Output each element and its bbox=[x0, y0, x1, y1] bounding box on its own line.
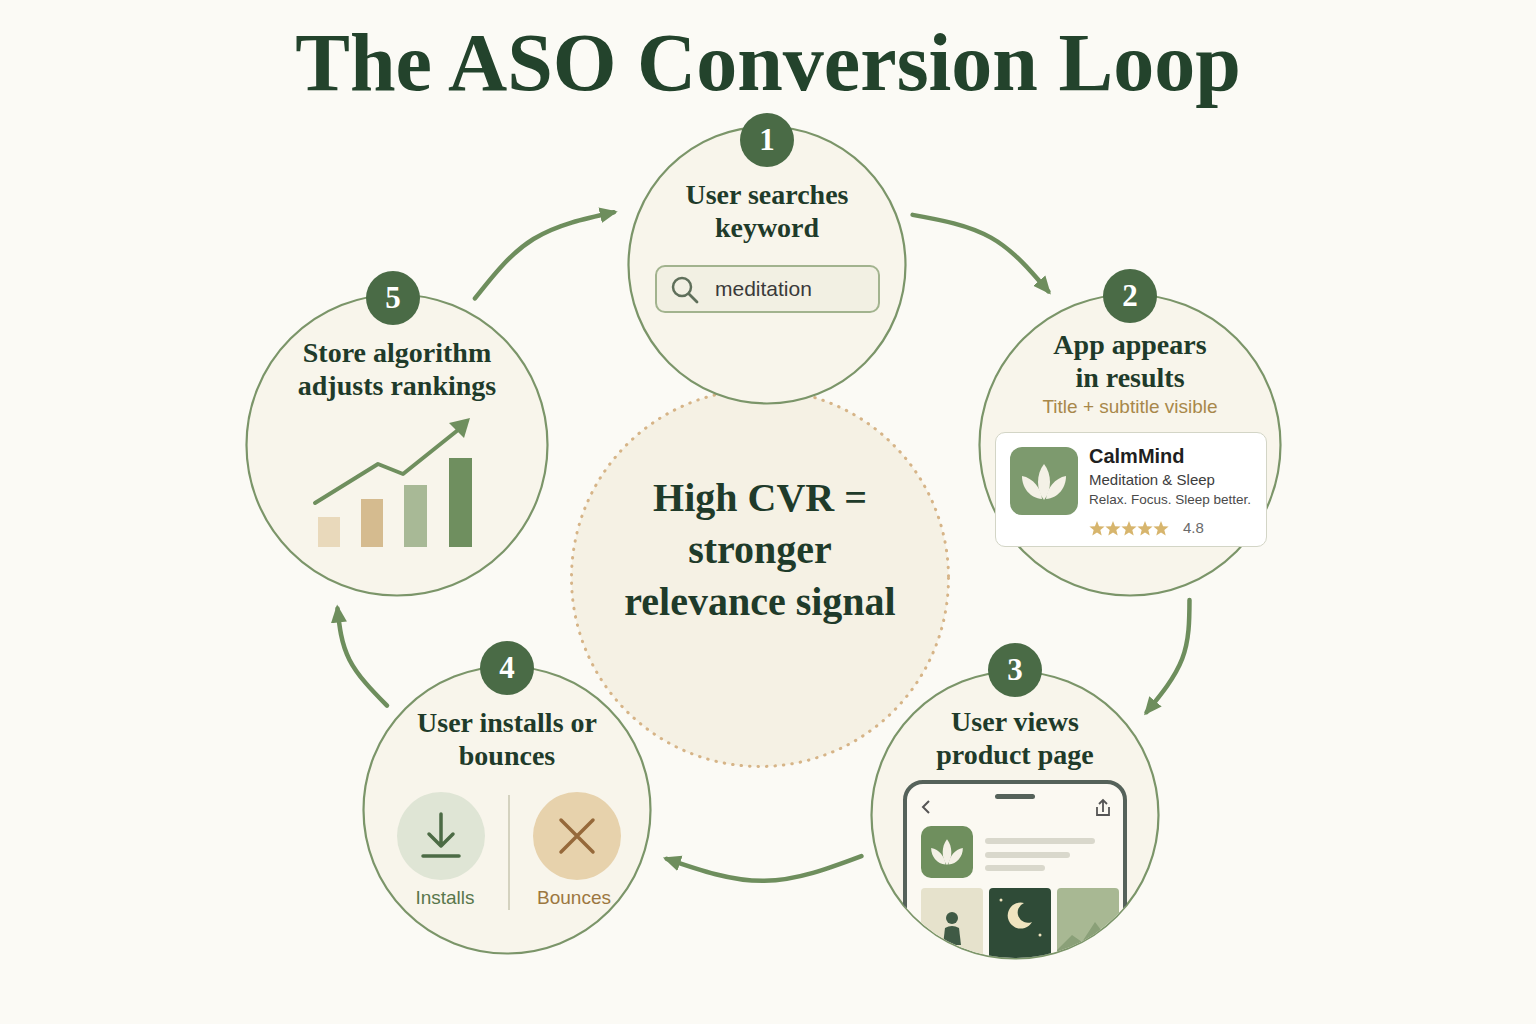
text-placeholder bbox=[985, 852, 1070, 858]
step-circle: 1User searches keywordmeditation bbox=[627, 125, 907, 405]
app-card: CalmMindMeditation & SleepRelax. Focus. … bbox=[995, 432, 1267, 547]
install-disc bbox=[397, 792, 485, 880]
step-outline bbox=[980, 295, 1281, 596]
leaf-symbol bbox=[931, 839, 963, 865]
search-query: meditation bbox=[715, 267, 875, 311]
ranking-chart bbox=[315, 418, 472, 547]
step-outline bbox=[872, 672, 1159, 959]
app-icon-tile bbox=[921, 826, 973, 878]
step-number: 5 bbox=[366, 271, 420, 325]
text-placeholder bbox=[985, 865, 1045, 871]
chart-bar bbox=[404, 485, 427, 547]
flow-arrow bbox=[475, 212, 614, 298]
step-heading: Store algorithm adjusts rankings bbox=[287, 336, 507, 402]
step-circle: 4User installs or bouncesInstallsBounces bbox=[362, 665, 652, 955]
step-outline bbox=[247, 295, 548, 596]
bounce-disc bbox=[533, 792, 621, 880]
flow-arrow bbox=[1147, 600, 1190, 712]
outcome-label: Bounces bbox=[524, 887, 624, 909]
share-icon bbox=[1097, 800, 1109, 815]
phone-notch bbox=[995, 794, 1035, 799]
app-icon bbox=[1010, 447, 1078, 515]
star-dot bbox=[1000, 899, 1003, 902]
screenshot bbox=[921, 888, 983, 988]
trend-line bbox=[315, 430, 458, 503]
step-heading: User views product page bbox=[915, 705, 1115, 771]
figure-legs bbox=[934, 947, 970, 957]
app-tagline: Relax. Focus. Sleep better. bbox=[1089, 492, 1251, 508]
star bbox=[1137, 521, 1152, 535]
phone-frame bbox=[905, 782, 1125, 1022]
install-icon bbox=[397, 792, 485, 880]
step-heading: User searches keyword bbox=[667, 178, 867, 244]
app-subtitle: Meditation & Sleep bbox=[1089, 471, 1215, 489]
star bbox=[1105, 521, 1120, 535]
app-name: CalmMind bbox=[1089, 444, 1185, 468]
star bbox=[1153, 521, 1168, 535]
app-icon-tile bbox=[1010, 447, 1078, 515]
step-outline bbox=[364, 667, 651, 954]
hub-statement: High CVR = stronger relevance signal bbox=[610, 472, 910, 628]
step-circle: 3User views product page bbox=[870, 670, 1160, 960]
magnifier-handle bbox=[689, 294, 697, 302]
step-heading: App appears in results bbox=[1042, 328, 1218, 394]
flow-arrow bbox=[337, 609, 387, 706]
flow-arrow bbox=[913, 215, 1049, 292]
figure-body bbox=[943, 926, 961, 945]
bounce-icon bbox=[533, 792, 621, 880]
magnifier-lens bbox=[673, 278, 691, 296]
phone-illustration bbox=[905, 782, 1125, 1022]
download-arrow bbox=[423, 814, 459, 856]
chart-bar bbox=[318, 517, 340, 547]
back-chevron bbox=[923, 801, 929, 813]
leaf-symbol bbox=[1022, 464, 1066, 500]
trend-arrowhead bbox=[449, 418, 470, 438]
chart-bar bbox=[361, 499, 383, 547]
step-number: 3 bbox=[988, 643, 1042, 697]
dotted-circle bbox=[572, 390, 949, 767]
star-dot bbox=[1039, 934, 1042, 937]
screenshot bbox=[1057, 888, 1119, 988]
moon-symbol bbox=[1008, 903, 1032, 929]
step-number: 2 bbox=[1103, 269, 1157, 323]
search-box: meditation bbox=[655, 265, 880, 313]
step-circle: 5Store algorithm adjusts rankings bbox=[245, 293, 549, 597]
dotted-outline bbox=[570, 388, 950, 768]
outcome-label: Installs bbox=[395, 887, 495, 909]
rating-value: 4.8 bbox=[1183, 519, 1204, 537]
text-placeholder bbox=[985, 838, 1095, 844]
divider-line bbox=[508, 795, 510, 910]
step-circle: 2App appears in resultsTitle + subtitle … bbox=[978, 293, 1282, 597]
diagram-title: The ASO Conversion Loop bbox=[0, 22, 1536, 104]
search-icon bbox=[673, 278, 697, 302]
star-rating bbox=[1089, 521, 1168, 535]
step-number: 1 bbox=[740, 113, 794, 167]
figure-head bbox=[946, 912, 958, 924]
star bbox=[1121, 521, 1136, 535]
chart-bar bbox=[449, 458, 472, 547]
flow-arrow bbox=[667, 856, 862, 881]
step-note: Title + subtitle visible bbox=[1000, 396, 1260, 418]
step-heading: User installs or bounces bbox=[417, 706, 597, 772]
hub-circle: High CVR = stronger relevance signal bbox=[570, 388, 950, 768]
star bbox=[1089, 521, 1104, 535]
screenshot bbox=[989, 888, 1051, 988]
step-number: 4 bbox=[480, 641, 534, 695]
hills-symbol bbox=[1057, 922, 1119, 988]
cross-symbol bbox=[561, 820, 593, 852]
step-outline bbox=[629, 127, 906, 404]
